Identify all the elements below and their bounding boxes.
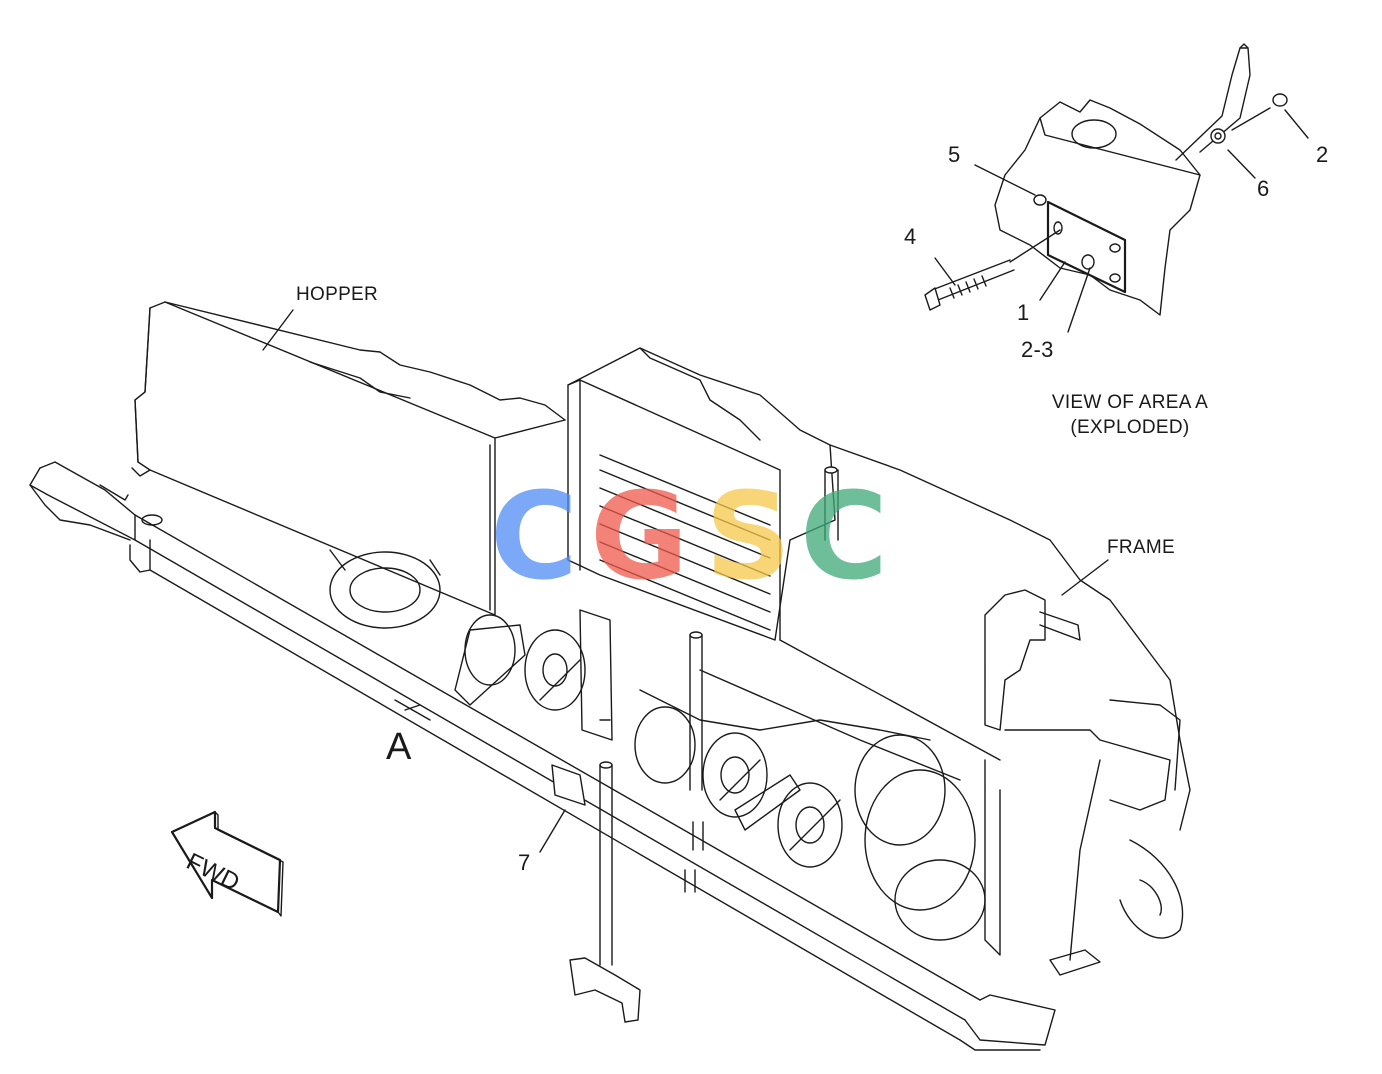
callout-4: 4 xyxy=(904,224,917,249)
callout-2-3: 2-3 xyxy=(1021,337,1054,362)
hopper-label: HOPPER xyxy=(296,284,379,305)
callout-5: 5 xyxy=(948,142,961,167)
rods xyxy=(454,466,839,1023)
watermark-letter-c1: C xyxy=(490,468,579,607)
view-title-line1: VIEW OF AREA A xyxy=(1051,392,1209,413)
callout-6: 6 xyxy=(1257,176,1270,201)
frame-label: FRAME xyxy=(1107,537,1175,558)
view-title-line2: (EXPLODED) xyxy=(1070,417,1190,438)
engine-frame xyxy=(779,444,1191,976)
watermark-letter-s: S xyxy=(705,468,792,607)
frame-beam xyxy=(29,461,1056,1051)
callout-2: 2 xyxy=(1316,142,1329,167)
fans-and-pulleys xyxy=(464,614,986,941)
hopper-drawing xyxy=(131,301,566,629)
fwd-arrow xyxy=(170,810,284,917)
leader-lines xyxy=(262,309,1109,853)
grille-housing xyxy=(567,347,836,641)
watermark-letter-g: G xyxy=(590,468,689,607)
callout-1: 1 xyxy=(1017,300,1030,325)
exploded-view-drawing xyxy=(924,43,1309,333)
bracket-7 xyxy=(551,764,586,806)
area-a-marker: A xyxy=(386,726,412,768)
callout-7: 7 xyxy=(518,850,531,875)
watermark-letter-c2: C xyxy=(800,468,889,607)
